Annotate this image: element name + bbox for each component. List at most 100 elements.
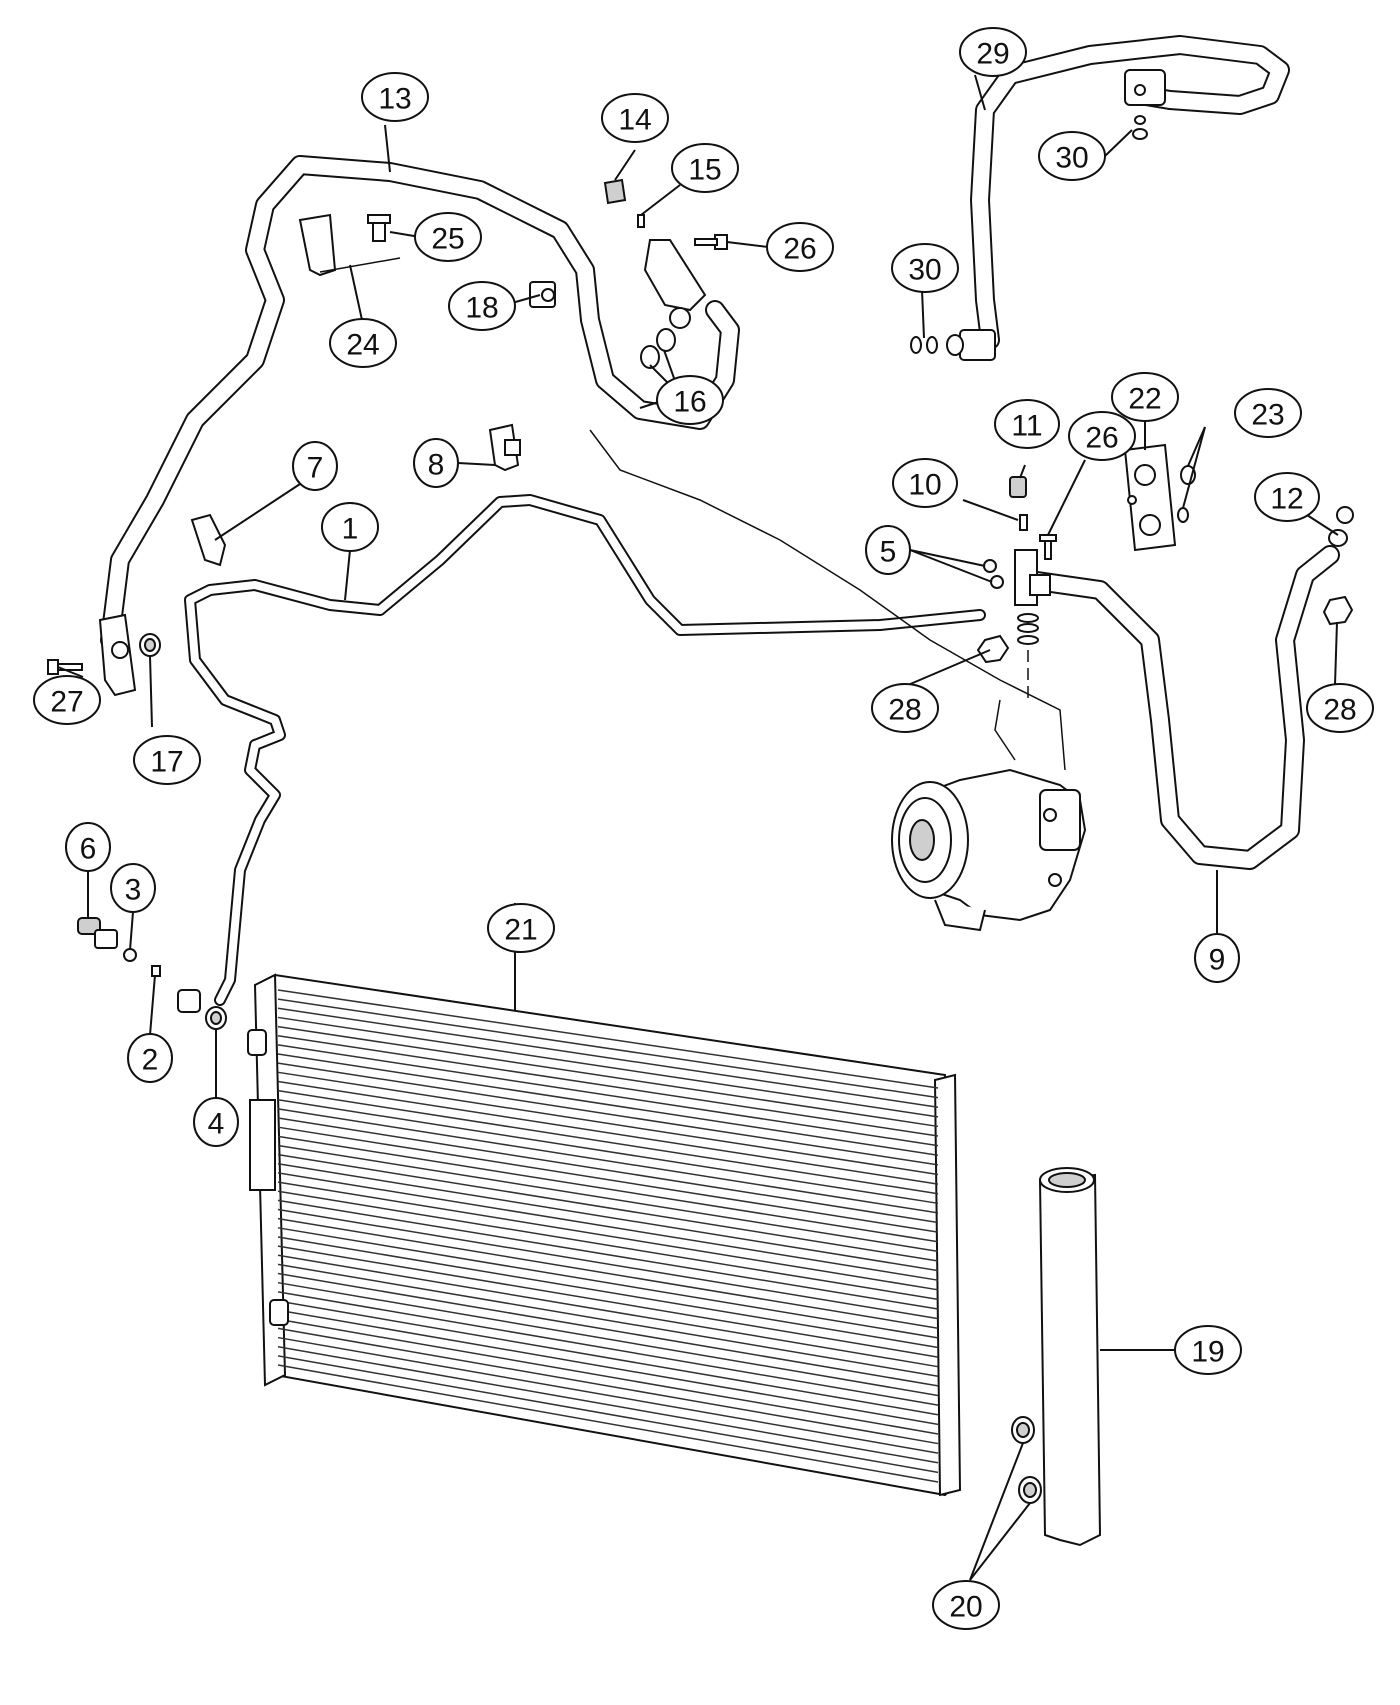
callout-label: 15 bbox=[688, 154, 721, 187]
callout-10: 10 bbox=[892, 458, 958, 508]
callout-label: 30 bbox=[908, 254, 941, 287]
condenser-fin bbox=[277, 998, 939, 1099]
callout-label: 6 bbox=[80, 833, 97, 866]
condenser-fin bbox=[277, 1327, 939, 1445]
callout-1: 1 bbox=[321, 502, 379, 552]
condenser-fin bbox=[277, 1263, 939, 1378]
bracket-24 bbox=[298, 213, 401, 277]
condenser bbox=[247, 973, 962, 1497]
core-15 bbox=[637, 214, 645, 228]
callout-6: 6 bbox=[65, 822, 111, 872]
condenser-fin bbox=[277, 1099, 939, 1205]
callout-23: 23 bbox=[1234, 388, 1302, 438]
valve-core-10 bbox=[1019, 514, 1028, 531]
callout-28-right: 28 bbox=[1306, 683, 1374, 733]
condenser-fin bbox=[277, 1291, 939, 1406]
callout-label: 1 bbox=[342, 513, 359, 546]
callout-26-top: 26 bbox=[766, 222, 834, 272]
nut-28-left bbox=[976, 634, 1010, 664]
condenser-fin bbox=[277, 1062, 939, 1166]
callout-label: 30 bbox=[1055, 142, 1088, 175]
bolt-27 bbox=[47, 659, 83, 675]
callout-label: 26 bbox=[783, 233, 816, 266]
condenser-fin bbox=[277, 1071, 939, 1176]
condenser-fin bbox=[277, 1117, 939, 1224]
o-rings-30-left bbox=[910, 336, 938, 354]
condenser-fin bbox=[277, 1318, 939, 1435]
callout-20: 20 bbox=[932, 1580, 1000, 1630]
callout-15: 15 bbox=[671, 143, 739, 193]
tube-end-fitting-left bbox=[177, 989, 201, 1013]
condenser-fin bbox=[277, 1080, 939, 1185]
callout-label: 4 bbox=[208, 1108, 225, 1141]
condenser-fin bbox=[277, 1208, 939, 1320]
callout-2: 2 bbox=[127, 1033, 173, 1083]
o-ring-3 bbox=[123, 948, 137, 962]
pressure-switch-6 bbox=[77, 917, 118, 949]
bracket-8 bbox=[488, 423, 521, 472]
callout-30-right: 30 bbox=[1038, 131, 1106, 181]
condenser-fin bbox=[277, 1309, 939, 1426]
condenser-fin bbox=[277, 1153, 939, 1262]
clip-18 bbox=[529, 281, 556, 308]
left-fitting-block bbox=[98, 613, 137, 697]
hose-29 bbox=[970, 35, 1290, 350]
callout-label: 28 bbox=[888, 694, 921, 727]
callout-label: 16 bbox=[673, 386, 706, 419]
cap-14 bbox=[603, 178, 627, 205]
o-rings-16 bbox=[640, 328, 676, 369]
callout-7: 7 bbox=[292, 441, 338, 491]
callout-label: 10 bbox=[908, 469, 941, 502]
o-rings-30-right bbox=[1132, 115, 1148, 140]
callout-18: 18 bbox=[448, 281, 516, 331]
nut-28-right bbox=[1322, 595, 1354, 626]
callout-label: 2 bbox=[142, 1044, 159, 1077]
callout-19: 19 bbox=[1174, 1325, 1242, 1375]
condenser-fin bbox=[277, 1089, 939, 1195]
callout-label: 5 bbox=[880, 536, 897, 569]
callout-13: 13 bbox=[361, 72, 429, 122]
callout-14: 14 bbox=[601, 93, 669, 143]
callout-label: 7 bbox=[307, 452, 324, 485]
condenser-fin bbox=[277, 1364, 939, 1483]
callout-label: 27 bbox=[50, 686, 83, 719]
callout-label: 8 bbox=[428, 449, 445, 482]
callout-label: 17 bbox=[150, 746, 183, 779]
condenser-fin bbox=[277, 1336, 939, 1454]
callout-27: 27 bbox=[33, 675, 101, 725]
screw-26-right bbox=[1039, 534, 1057, 560]
callout-label: 18 bbox=[465, 292, 498, 325]
callout-29: 29 bbox=[959, 27, 1027, 77]
callout-label: 9 bbox=[1209, 944, 1226, 977]
callout-label: 22 bbox=[1128, 383, 1161, 416]
tube-1 bbox=[184, 494, 986, 1006]
callout-label: 3 bbox=[125, 874, 142, 907]
condenser-fin bbox=[277, 1199, 939, 1310]
hose-9 bbox=[1020, 545, 1340, 870]
callout-28-left: 28 bbox=[871, 683, 939, 733]
condenser-fin bbox=[277, 1126, 939, 1233]
routing-lines bbox=[589, 429, 1066, 771]
condenser-fin bbox=[277, 989, 939, 1089]
core-2 bbox=[151, 965, 161, 977]
washer-4 bbox=[205, 1006, 227, 1030]
callout-label: 26 bbox=[1085, 422, 1118, 455]
condenser-fin bbox=[277, 1034, 939, 1137]
expansion-valve bbox=[1123, 443, 1177, 552]
callout-21: 21 bbox=[487, 903, 555, 953]
callout-16: 16 bbox=[656, 375, 724, 425]
condenser-fin bbox=[277, 1163, 939, 1272]
bolt-26-top bbox=[694, 234, 728, 250]
callout-4: 4 bbox=[193, 1097, 239, 1147]
condenser-fin bbox=[277, 1007, 939, 1108]
condenser-fin bbox=[277, 1190, 939, 1301]
callout-26-right: 26 bbox=[1068, 411, 1136, 461]
condenser-fin bbox=[277, 1108, 939, 1214]
condenser-fin bbox=[277, 1016, 939, 1118]
condenser-fin bbox=[277, 1227, 939, 1339]
fitting-29-lower bbox=[946, 329, 996, 361]
condenser-fin bbox=[277, 1300, 939, 1416]
callout-label: 29 bbox=[976, 38, 1009, 71]
